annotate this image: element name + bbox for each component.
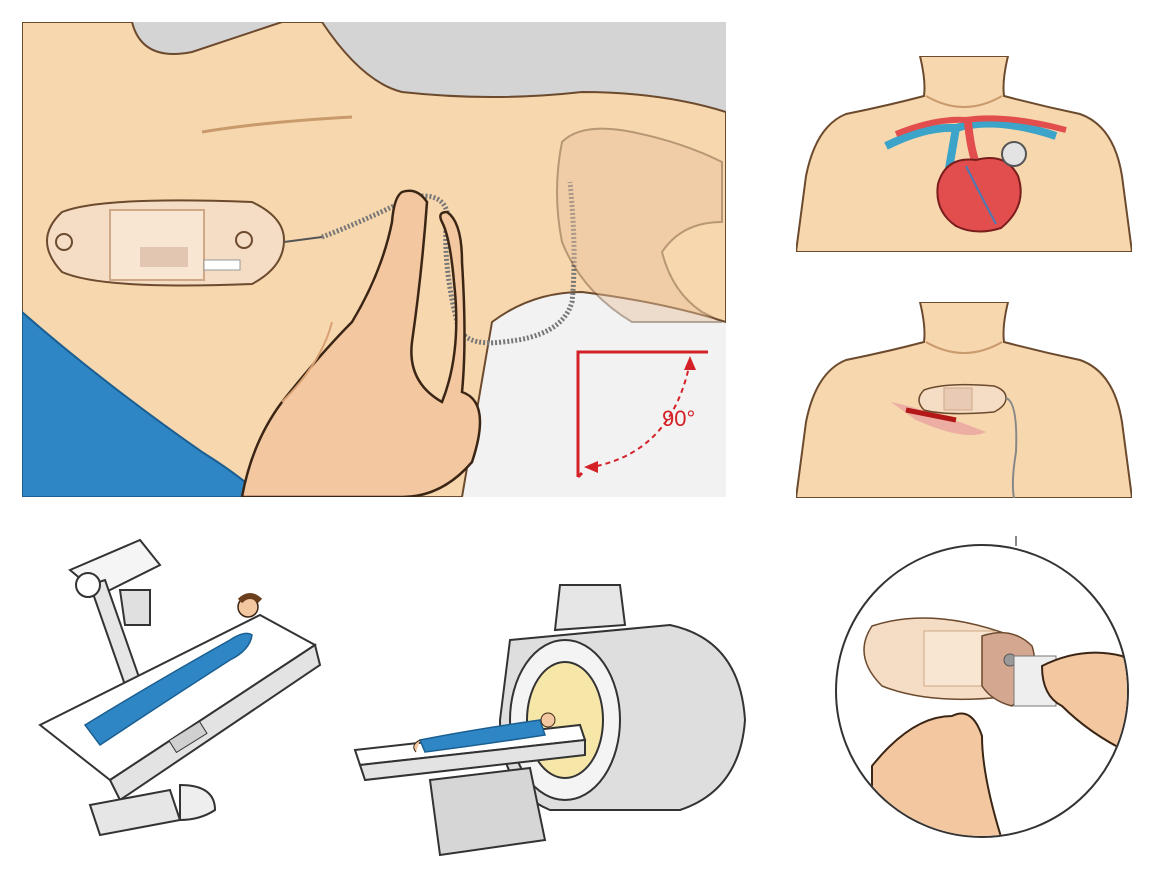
angle-label: 90° [662,406,695,431]
device-closeup-illustration [835,536,1129,838]
chest-monitor-illustration: 90° [22,22,726,497]
right-hand [1040,651,1127,758]
mri-scanner-panel [350,580,750,860]
loop-recorder-device [46,199,323,287]
patient [83,632,253,747]
hand [240,189,482,497]
xray-table-panel [30,535,330,840]
xray-table-illustration [38,538,322,837]
implant-incision-panel [796,302,1132,498]
faded-hand [556,127,723,323]
mri-scanner-illustration [353,584,747,857]
vein [884,119,1058,150]
patient [418,719,546,753]
implant-incision-illustration [796,302,1132,498]
device-icon [1001,141,1027,167]
device-closeup-panel [832,536,1136,840]
artery [894,115,1067,137]
heart-anatomy-illustration [796,56,1132,252]
incision [905,407,957,423]
angle-indicator [576,350,708,479]
heart-anatomy-panel [796,56,1132,252]
left-hand [871,712,1004,836]
chest-skin [22,22,726,497]
chest-monitor-panel: 90° [22,22,726,497]
heart [936,157,1022,233]
